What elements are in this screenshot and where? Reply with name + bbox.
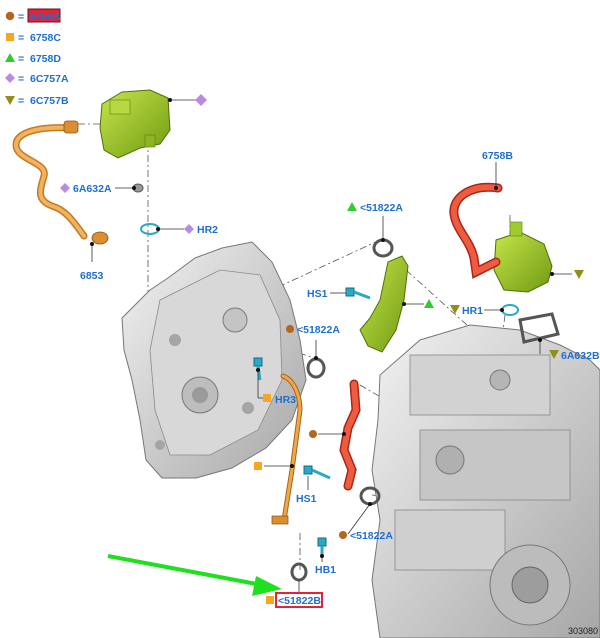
seal-51822a-mid <box>306 357 326 379</box>
square-marker-icon <box>254 462 262 470</box>
label-hs1-top: HS1 <box>307 288 328 300</box>
highlight-box-51822b <box>275 592 323 608</box>
triangle-down-marker-icon <box>574 270 584 279</box>
thermostat-housing-top <box>99 89 171 159</box>
seal-51822b <box>290 562 308 582</box>
bolts <box>253 287 371 556</box>
square-marker-icon <box>266 596 274 604</box>
legend-item-6c757b: = 6C757B <box>5 95 69 107</box>
label-hr2: HR2 <box>197 224 218 236</box>
diamond-marker-icon <box>60 183 70 193</box>
bolt-hs1-bottom <box>303 465 331 480</box>
diamond-marker-icon <box>184 224 194 234</box>
legend-triangle-down-icon <box>5 96 15 105</box>
legend-item-6758d: = 6758D <box>5 53 61 65</box>
legend-label: 6758C <box>30 32 61 44</box>
triangle-marker-icon <box>424 299 434 308</box>
legend-item-6c757a: = 6C757A <box>5 73 69 85</box>
triangle-down-marker-icon <box>450 305 460 314</box>
seal-hr1 <box>501 304 519 316</box>
legend-circle-icon <box>5 11 15 21</box>
label-6758b: 6758B <box>482 150 513 162</box>
label-hr3: HR3 <box>275 394 296 406</box>
legend-highlight-box <box>27 8 61 23</box>
square-marker-icon <box>263 394 271 402</box>
legend-label: 6C757A <box>30 73 69 85</box>
coolant-bracket-pipe <box>359 255 409 353</box>
gasket-6a632b <box>518 312 560 344</box>
legend-equals: = <box>18 11 24 23</box>
label-hs1-bottom: HS1 <box>296 493 317 505</box>
circle-marker-icon <box>286 325 294 333</box>
label-6a632b: 6A632B <box>561 350 600 362</box>
thermostat-housing-right <box>493 221 553 293</box>
circle-marker-icon <box>309 430 317 438</box>
triangle-marker-icon <box>347 202 357 211</box>
circle-marker-icon <box>339 531 347 539</box>
legend-item-6758c: = 6758C <box>6 32 61 44</box>
legend-label: 6C757B <box>30 95 69 107</box>
legend-equals: = <box>18 95 24 107</box>
callouts: 6853 6A632A HR2 <51822A HS1 <51822A <box>60 94 600 608</box>
label-hr1: HR1 <box>462 305 483 317</box>
legend-label: 6758D <box>30 53 61 65</box>
hose-center-red <box>339 379 361 491</box>
green-pointer-arrow <box>107 554 282 596</box>
diamond-marker-icon <box>195 94 207 106</box>
legend-diamond-icon <box>5 73 15 83</box>
legend-triangle-icon <box>5 53 15 62</box>
label-51822a-mid: <51822A <box>297 324 340 336</box>
label-6a632a: 6A632A <box>73 183 112 195</box>
timing-cover <box>121 241 307 479</box>
legend: = 6758A = 6758C = 6758D = 6C757A = 6C757… <box>5 8 69 107</box>
tube-6758c <box>271 373 303 525</box>
legend-square-icon <box>6 33 14 41</box>
label-51822a-bottom: <51822A <box>350 530 393 542</box>
legend-equals: = <box>18 53 24 65</box>
legend-equals: = <box>18 73 24 85</box>
label-hb1: HB1 <box>315 564 336 576</box>
bolt-hb1 <box>317 537 327 556</box>
label-51822b: <51822B <box>278 595 321 607</box>
bolt-hs1-top <box>345 287 371 300</box>
engine-block <box>371 324 600 638</box>
hose-6758b <box>449 182 503 279</box>
legend-label: 6758A <box>30 11 61 23</box>
legend-item-6758a: = 6758A <box>5 8 61 23</box>
legend-equals: = <box>18 32 24 44</box>
triangle-down-marker-icon <box>549 350 559 359</box>
label-6853: 6853 <box>80 270 104 282</box>
image-id: 303080 <box>568 626 598 636</box>
hose-6853 <box>12 120 109 245</box>
label-51822a-top: <51822A <box>360 202 403 214</box>
seal-51822a-top <box>372 238 394 258</box>
